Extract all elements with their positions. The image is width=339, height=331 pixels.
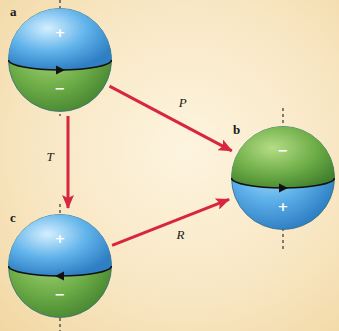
upper-hemisphere: [232, 127, 335, 188]
sphere-illustration: [8, 214, 112, 318]
sphere-letter: a: [10, 5, 17, 18]
sphere-node: c + −: [8, 214, 112, 318]
operation-label: P: [179, 96, 187, 109]
sphere-node: b − +: [231, 126, 335, 230]
transformation-arrow: [112, 199, 229, 245]
sphere-node: a + −: [8, 8, 112, 112]
charge-sign: +: [55, 232, 66, 245]
transformation-arrow: [109, 86, 231, 151]
charge-sign: −: [55, 82, 66, 95]
rotation-arrowhead: [55, 272, 64, 281]
sphere-illustration: [231, 126, 335, 230]
operation-label: R: [177, 228, 185, 241]
sphere-letter: c: [10, 211, 16, 224]
rotation-arrowhead: [56, 66, 65, 75]
sphere-body: [232, 127, 335, 230]
sphere-illustration: [8, 8, 112, 112]
upper-hemisphere: [9, 215, 112, 276]
charge-sign: +: [55, 26, 66, 39]
charge-sign: −: [278, 144, 289, 157]
rotation-arrowhead: [279, 184, 288, 193]
sphere-body: [9, 215, 112, 318]
charge-sign: −: [55, 288, 66, 301]
sphere-letter: b: [233, 123, 240, 136]
operation-label: T: [46, 150, 53, 163]
sphere-body: [9, 9, 112, 112]
transformation-arrow: [67, 116, 70, 208]
upper-hemisphere: [9, 9, 112, 70]
charge-sign: +: [278, 200, 289, 213]
